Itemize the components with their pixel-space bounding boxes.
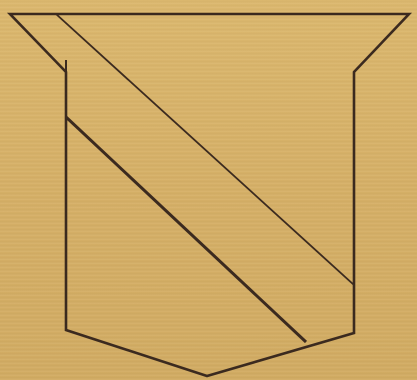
- shield-outline: [10, 14, 409, 376]
- bend-lower-edge: [66, 117, 306, 342]
